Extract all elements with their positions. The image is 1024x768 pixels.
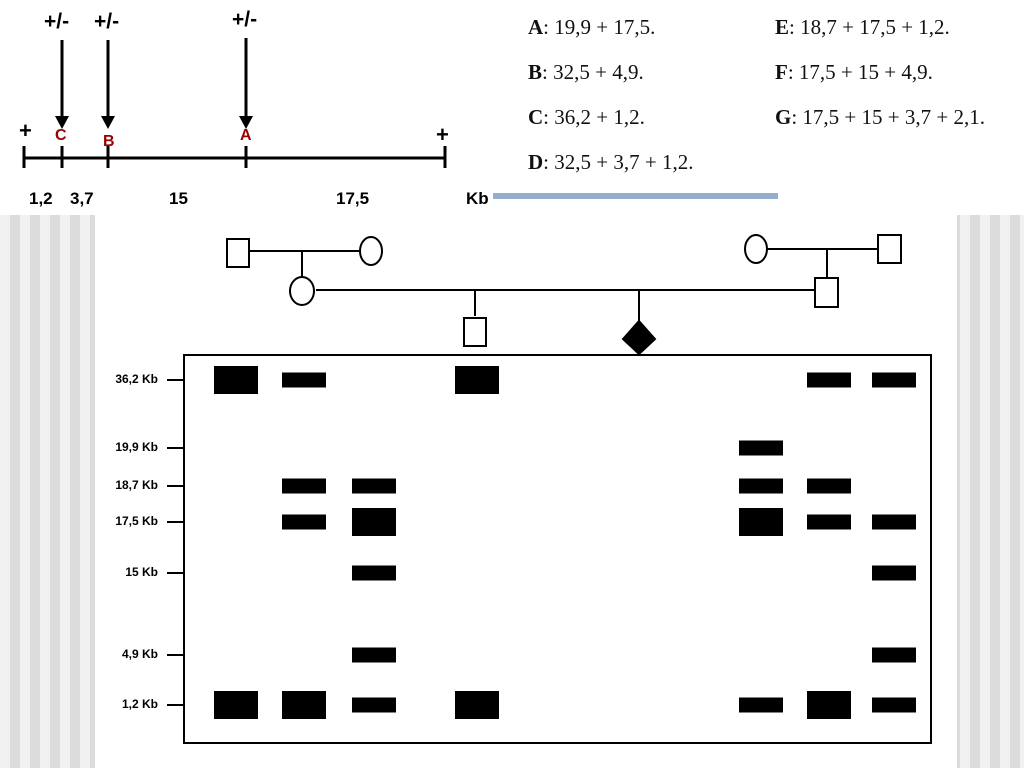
lane-8-band-1 xyxy=(872,372,916,388)
unit-label: Kb xyxy=(466,189,489,208)
lane-2-band-3 xyxy=(282,514,326,530)
pedigree xyxy=(226,234,902,356)
lane-1-band-1 xyxy=(214,366,258,394)
lane-8-band-4 xyxy=(872,647,916,663)
lane-1-band-2 xyxy=(214,691,258,719)
maternal-grandfather-symbol xyxy=(877,234,902,264)
lane-8-band-5 xyxy=(872,697,916,713)
lane-3-band-5 xyxy=(352,697,396,713)
restriction-map-lines xyxy=(22,38,447,168)
lane-2-band-1 xyxy=(282,372,326,388)
lane-6-band-3 xyxy=(739,508,783,536)
legend-f: F: 17,5 + 15 + 4,9. xyxy=(775,60,933,84)
legend-e: E: 18,7 + 17,5 + 1,2. xyxy=(775,15,950,39)
lane-2-band-4 xyxy=(282,691,326,719)
son-symbol xyxy=(463,317,487,347)
site-c-arrow-head xyxy=(55,116,69,129)
site-b-arrow-head xyxy=(101,116,115,129)
marker-ticks xyxy=(167,379,183,706)
segment-label-3: 15 xyxy=(169,189,188,208)
arrow-heads xyxy=(55,116,253,129)
lane-3-band-4 xyxy=(352,647,396,663)
paternal-grandmother-symbol xyxy=(359,236,383,266)
lane-8-band-3 xyxy=(872,565,916,581)
legend-b: B: 32,5 + 4,9. xyxy=(528,60,644,84)
fragment-legend xyxy=(512,5,1024,181)
site-a-marker: +/- xyxy=(232,8,258,31)
gel-frame xyxy=(183,354,932,744)
lane-6-band-4 xyxy=(739,697,783,713)
gel-bands xyxy=(214,366,916,719)
segment-label-1: 1,2 xyxy=(29,189,53,208)
left-end-plus: + xyxy=(19,118,32,143)
marker-label-2: 19,9 Kb xyxy=(115,440,158,454)
site-b-label: B xyxy=(103,133,115,150)
lane-7-band-3 xyxy=(807,514,851,530)
right-end-plus: + xyxy=(436,122,449,147)
segment-label-4: 17,5 xyxy=(336,189,370,208)
lane-7-band-2 xyxy=(807,478,851,494)
legend-d: D: 32,5 + 3,7 + 1,2. xyxy=(528,150,694,174)
segment-label-2: 3,7 xyxy=(70,189,94,208)
lane-2-band-2 xyxy=(282,478,326,494)
lane-7-band-1 xyxy=(807,372,851,388)
lane-6-band-2 xyxy=(739,478,783,494)
site-a-label: A xyxy=(240,127,252,144)
site-b-marker: +/- xyxy=(94,10,120,33)
site-c-marker: +/- xyxy=(44,10,70,33)
lane-3-band-3 xyxy=(352,565,396,581)
paternal-grandfather-symbol xyxy=(226,238,250,268)
lane-8-band-2 xyxy=(872,514,916,530)
mother-symbol xyxy=(289,276,315,306)
site-c-label: C xyxy=(55,127,67,144)
lane-4-band-2 xyxy=(455,691,499,719)
lane-3-band-1 xyxy=(352,478,396,494)
legend-g: G: 17,5 + 15 + 3,7 + 2,1. xyxy=(775,105,985,129)
legend-a: A: 19,9 + 17,5. xyxy=(528,15,656,39)
lane-7-band-4 xyxy=(807,691,851,719)
site-a-arrow-head xyxy=(239,116,253,129)
lane-6-band-1 xyxy=(739,440,783,456)
maternal-grandmother-symbol xyxy=(744,234,768,264)
father-symbol xyxy=(814,277,839,308)
marker-label-4: 17,5 Kb xyxy=(115,514,158,528)
fetus-symbol xyxy=(621,319,657,356)
separator-rule xyxy=(493,193,778,199)
lane-3-band-2 xyxy=(352,508,396,536)
marker-label-5: 15 Kb xyxy=(125,565,158,579)
lane-4-band-1 xyxy=(455,366,499,394)
marker-label-6: 4,9 Kb xyxy=(121,647,158,661)
marker-label-3: 18,7 Kb xyxy=(115,478,158,492)
marker-label-1: 36,2 Kb xyxy=(115,372,158,386)
marker-label-7: 1,2 Kb xyxy=(121,697,158,711)
legend-c: C: 36,2 + 1,2. xyxy=(528,105,645,129)
